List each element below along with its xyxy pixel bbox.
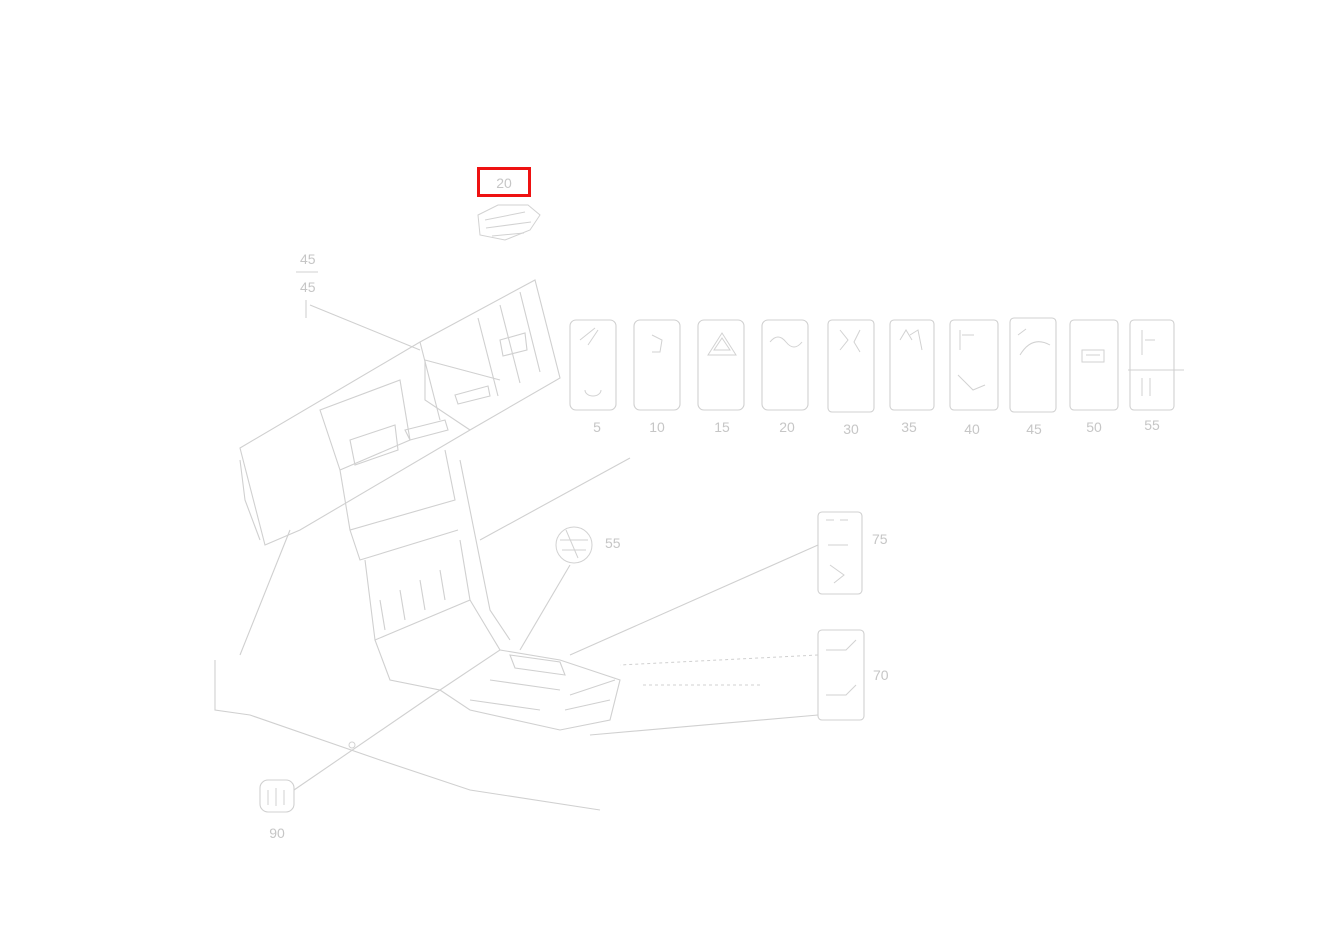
callout-70: 70	[589, 629, 889, 736]
switch-item[interactable]: 15	[697, 319, 745, 435]
switch-label-5: 30	[843, 421, 859, 437]
callout-75-label: 75	[872, 531, 888, 547]
callout-bottom-left: 90	[259, 689, 441, 841]
switch-item[interactable]: 40	[949, 319, 999, 437]
top-fuse-component	[477, 204, 541, 241]
switch-item[interactable]: 55	[1128, 319, 1184, 433]
switch-label-3: 15	[714, 419, 730, 435]
switch-item[interactable]: 20	[761, 319, 809, 435]
callout-top-left: 45 45	[296, 251, 421, 351]
svg-text:45: 45	[300, 279, 316, 295]
center-console-outline	[214, 279, 631, 811]
switch-item[interactable]: 5	[569, 319, 617, 435]
switch-item[interactable]: 35	[889, 319, 935, 435]
heated-seat-icon	[899, 329, 923, 351]
defrost-icon	[769, 336, 803, 348]
switch-row: 5 10 15 20 30 35 40	[569, 317, 1184, 437]
callout-bottom-left-label: 90	[269, 825, 285, 841]
switch-label-2: 10	[649, 419, 665, 435]
callout-75: 75	[569, 511, 888, 656]
seat-icon	[651, 334, 663, 353]
callout-55-label: 55	[605, 535, 621, 551]
switch-label-7: 40	[964, 421, 980, 437]
mirror-adjust-icon	[957, 330, 986, 391]
switch-item[interactable]: 50	[1069, 319, 1119, 435]
window-icon	[1081, 349, 1105, 363]
switch-item[interactable]: 30	[827, 319, 875, 437]
switch-label-10: 55	[1144, 417, 1160, 433]
wiper-icon	[579, 327, 602, 397]
switch-label-4: 20	[779, 419, 795, 435]
switch-label-9: 50	[1086, 419, 1102, 435]
seat-belt-icon	[1017, 328, 1051, 356]
parking-sensor-icon	[839, 329, 861, 353]
switch-label-8: 45	[1026, 421, 1042, 437]
hazard-warning-icon	[707, 332, 737, 356]
switch-item[interactable]: 45	[1009, 317, 1057, 437]
switch-label-1: 5	[593, 419, 601, 435]
callout-70-label: 70	[873, 667, 889, 683]
highlighted-callout-label: 20	[496, 175, 512, 191]
highlighted-callout[interactable]: 20	[477, 167, 531, 197]
switch-item[interactable]: 10	[633, 319, 681, 435]
lock-icon	[1141, 330, 1155, 396]
callout-55: 55	[519, 526, 621, 651]
highlight-frame	[477, 167, 531, 197]
callout-top-left-label: 45	[300, 251, 316, 267]
switch-label-6: 35	[901, 419, 917, 435]
